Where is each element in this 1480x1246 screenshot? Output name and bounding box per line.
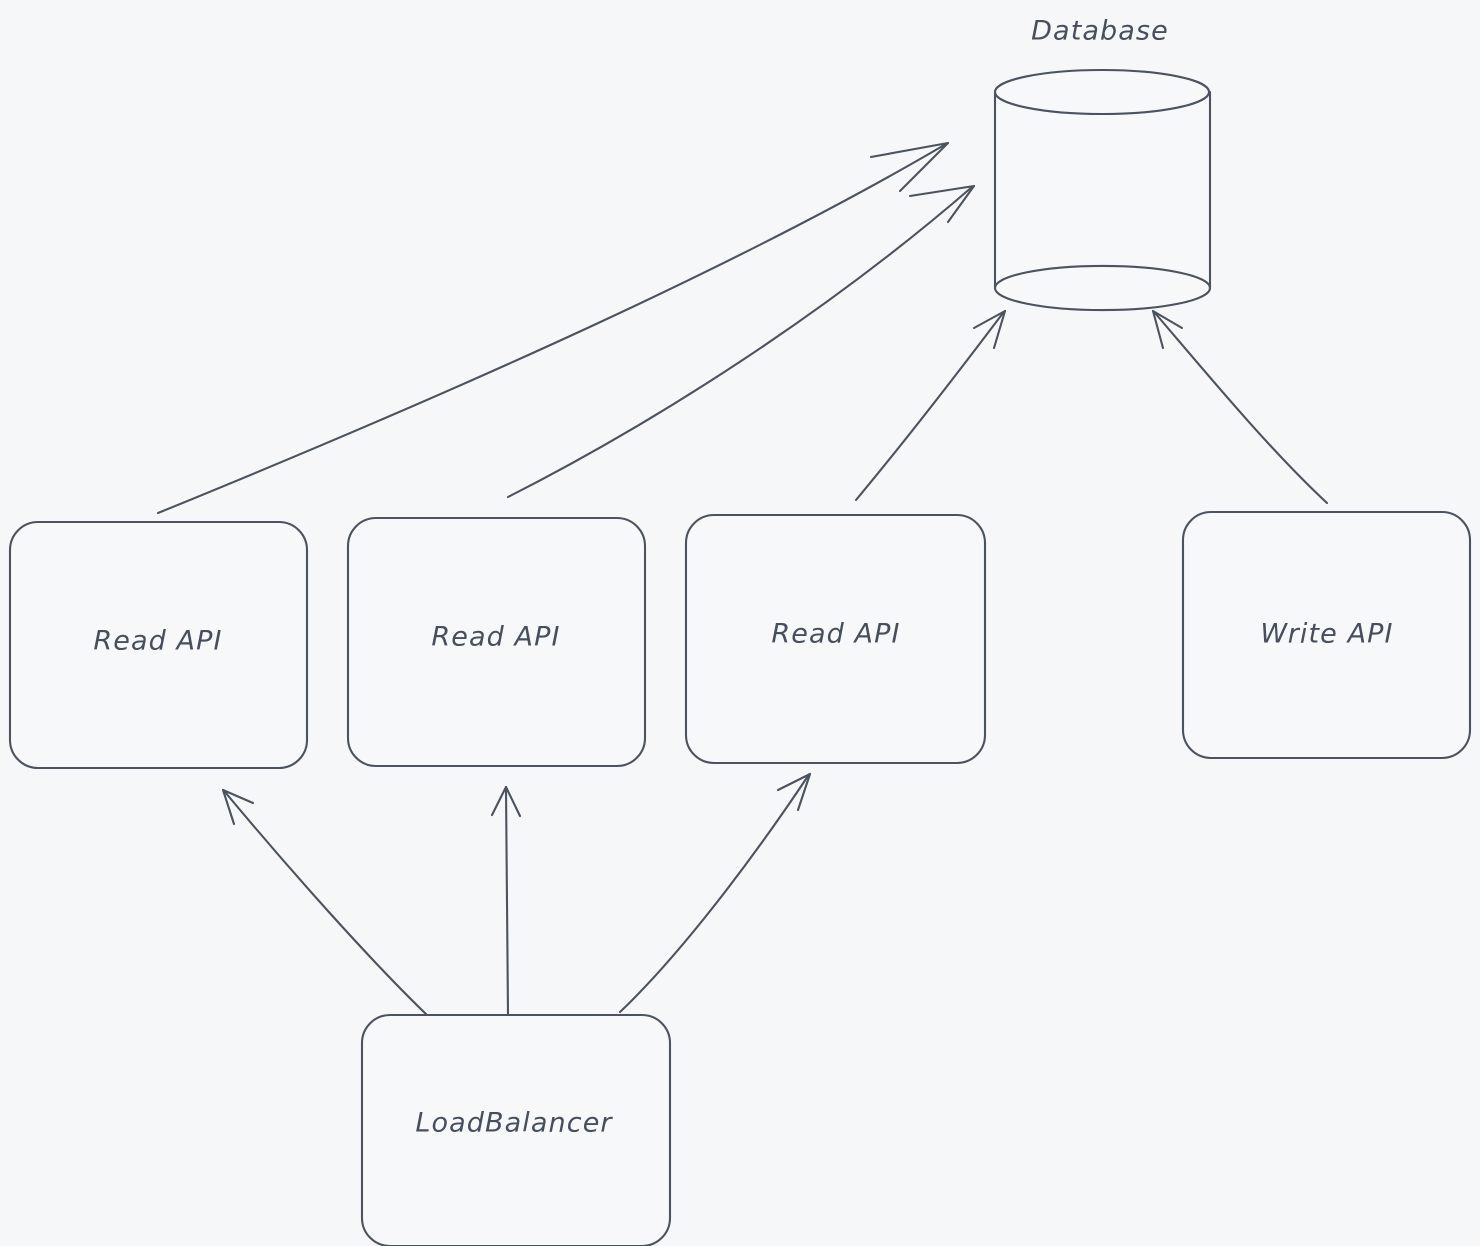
load-balancer-label: LoadBalancer <box>415 1108 613 1139</box>
edge-load-balancer-to-read-api-1 <box>221 788 429 1017</box>
edge-read-api-3-to-database <box>854 309 1007 502</box>
node-read-api-2[interactable]: Read API <box>346 516 647 768</box>
node-load-balancer[interactable]: LoadBalancer <box>360 1013 672 1246</box>
read-api-2-label: Read API <box>431 622 560 653</box>
node-write-api[interactable]: Write API <box>1181 510 1472 760</box>
node-read-api-1[interactable]: Read API <box>8 520 309 770</box>
edge-load-balancer-to-read-api-3 <box>618 772 812 1014</box>
read-api-1-label: Read API <box>93 626 222 657</box>
edge-load-balancer-to-read-api-2 <box>490 785 522 1017</box>
edge-write-api-to-database <box>1151 309 1329 505</box>
node-read-api-3[interactable]: Read API <box>684 513 987 765</box>
edge-read-api-1-to-database <box>156 141 950 515</box>
read-api-3-label: Read API <box>771 619 900 650</box>
write-api-label: Write API <box>1260 619 1393 650</box>
edge-read-api-2-to-database <box>506 184 976 499</box>
node-database[interactable]: Database <box>993 16 1212 312</box>
database-label: Database <box>1031 16 1169 47</box>
